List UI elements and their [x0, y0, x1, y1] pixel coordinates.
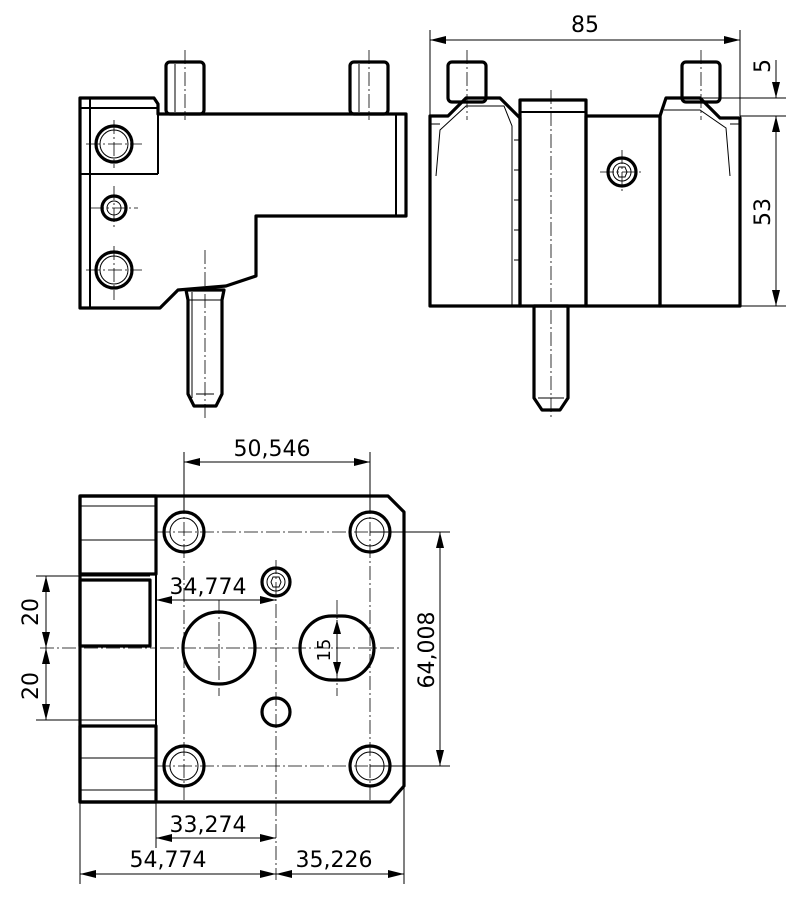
dim-53: 53 [751, 198, 776, 226]
dim-34-774: 34,774 [170, 575, 247, 600]
dim-20-upper: 20 [19, 598, 44, 626]
left-block-top [78, 494, 158, 576]
left-block-middle [78, 578, 152, 648]
left-block-bottom [78, 724, 158, 804]
front-bottom-pin [532, 304, 570, 412]
dim-54-774: 54,774 [130, 848, 207, 873]
side-view [78, 50, 408, 420]
dim-33-274: 33,274 [170, 813, 247, 838]
dim-64-008: 64,008 [415, 612, 440, 689]
side-bottom-pin [184, 288, 226, 408]
front-center-block [518, 98, 588, 308]
dim-85: 85 [571, 13, 599, 38]
plan-plate [78, 494, 406, 804]
dim-5: 5 [751, 59, 776, 73]
front-right-block [658, 96, 742, 308]
dim-50-546: 50,546 [234, 437, 311, 462]
front-view [428, 50, 742, 420]
front-body [428, 96, 522, 308]
side-body [78, 96, 408, 310]
dimension-labels: 85 5 53 50,546 34,774 20 20 15 64,008 33… [19, 13, 776, 873]
dimension-lines [36, 30, 786, 884]
dim-35-226: 35,226 [296, 848, 373, 873]
dim-20-lower: 20 [19, 672, 44, 700]
dim-15: 15 [314, 639, 335, 662]
